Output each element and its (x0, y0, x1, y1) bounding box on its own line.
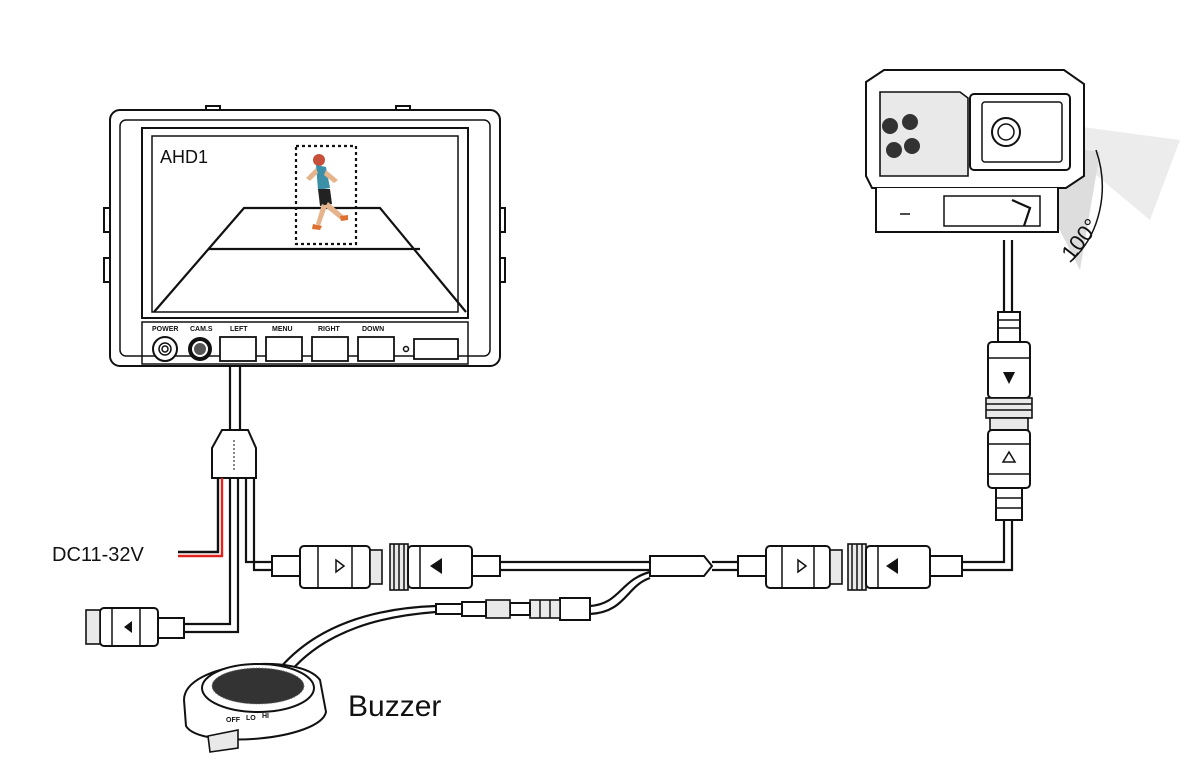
buzzer-branch (279, 570, 651, 673)
camera: 100° (865, 69, 1180, 270)
pedestrian-icon (306, 154, 348, 230)
ir-sensor-window (413, 338, 459, 360)
buzzer-grille (212, 668, 304, 704)
cams-knob[interactable] (188, 337, 212, 361)
buzzer: OFF LO HI Buzzer (182, 663, 441, 753)
menu-button[interactable] (265, 336, 303, 362)
camera-lens (991, 117, 1021, 147)
button-label-left: LEFT (230, 326, 248, 333)
monitor-screen (141, 127, 469, 319)
screen-channel-label: AHD1 (160, 147, 208, 167)
camera-cable (985, 240, 1033, 521)
monitor-side-connector (299, 545, 371, 589)
button-label-power: POWER (152, 326, 178, 333)
lane-lines (153, 206, 467, 313)
button-label-down: DOWN (362, 326, 384, 333)
left-button[interactable] (219, 336, 257, 362)
buzzer-volume-switch[interactable] (207, 729, 239, 753)
monitor-cable (211, 366, 257, 479)
monitor: AHD1 POWER CAM.S LEFT MENU RIGHT DOWN (103, 105, 506, 367)
camera-bracket (875, 188, 1059, 233)
down-button[interactable] (357, 336, 395, 362)
camera-connector (987, 341, 1031, 399)
main-cable (244, 478, 1014, 591)
power-button[interactable] (152, 336, 178, 362)
buzzer-splitter (649, 555, 714, 577)
button-label-menu: MENU (272, 326, 293, 333)
buzzer-label: Buzzer (348, 690, 441, 723)
buzzer-switch-off: OFF (226, 717, 241, 724)
button-label-cams: CAM.S (190, 326, 213, 333)
buzzer-switch-hi: HI (262, 713, 269, 720)
led-indicator (402, 345, 410, 353)
detection-box (294, 144, 358, 246)
buzzer-switch-lo: LO (246, 715, 256, 722)
button-label-right: RIGHT (318, 326, 341, 333)
aux-cable (85, 478, 240, 647)
view-angle-arc (1069, 149, 1103, 263)
power-leads: DC11-32V (52, 478, 224, 566)
right-button[interactable] (311, 336, 349, 362)
power-voltage-label: DC11-32V (52, 544, 145, 566)
